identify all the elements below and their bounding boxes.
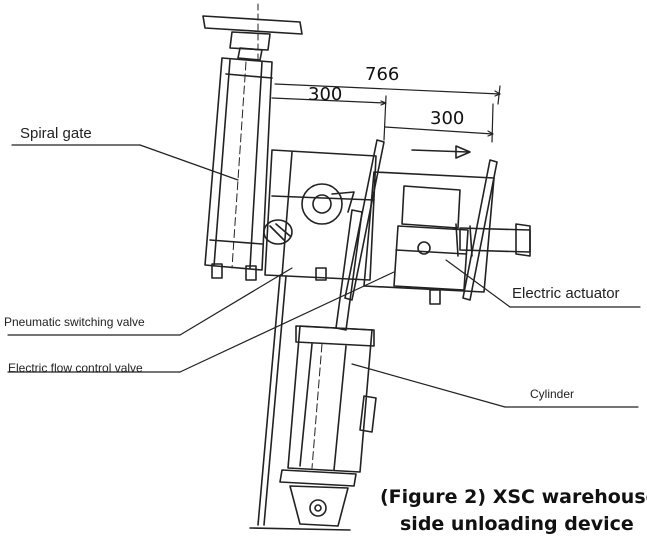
base-foot bbox=[249, 485, 351, 531]
caption-line-2: side unloading device bbox=[400, 513, 634, 535]
pneumatic-valve-label: Pneumatic switching valve bbox=[4, 315, 145, 329]
caption-line-1: (Figure 2) XSC warehouse bbox=[380, 486, 647, 508]
dimension-left: 300 bbox=[308, 84, 342, 105]
leader-lines bbox=[7, 144, 641, 408]
long-rods bbox=[257, 275, 287, 526]
handwheel bbox=[202, 3, 303, 61]
right-housing bbox=[363, 145, 495, 305]
flow-valve-label: Electric flow control valve bbox=[8, 361, 143, 375]
cylinder-body bbox=[279, 325, 377, 487]
spiral-gate-label: Spiral gate bbox=[20, 125, 92, 142]
dimension-right: 300 bbox=[430, 108, 464, 129]
support-rods bbox=[335, 139, 498, 331]
output-shaft bbox=[455, 223, 531, 257]
electric-actuator-label: Electric actuator bbox=[512, 285, 620, 302]
cylinder-label: Cylinder bbox=[530, 387, 574, 401]
spiral-gate-body bbox=[204, 57, 273, 281]
middle-housing bbox=[263, 149, 377, 281]
dimension-lines bbox=[271, 83, 501, 143]
dimension-overall: 766 bbox=[365, 64, 399, 85]
